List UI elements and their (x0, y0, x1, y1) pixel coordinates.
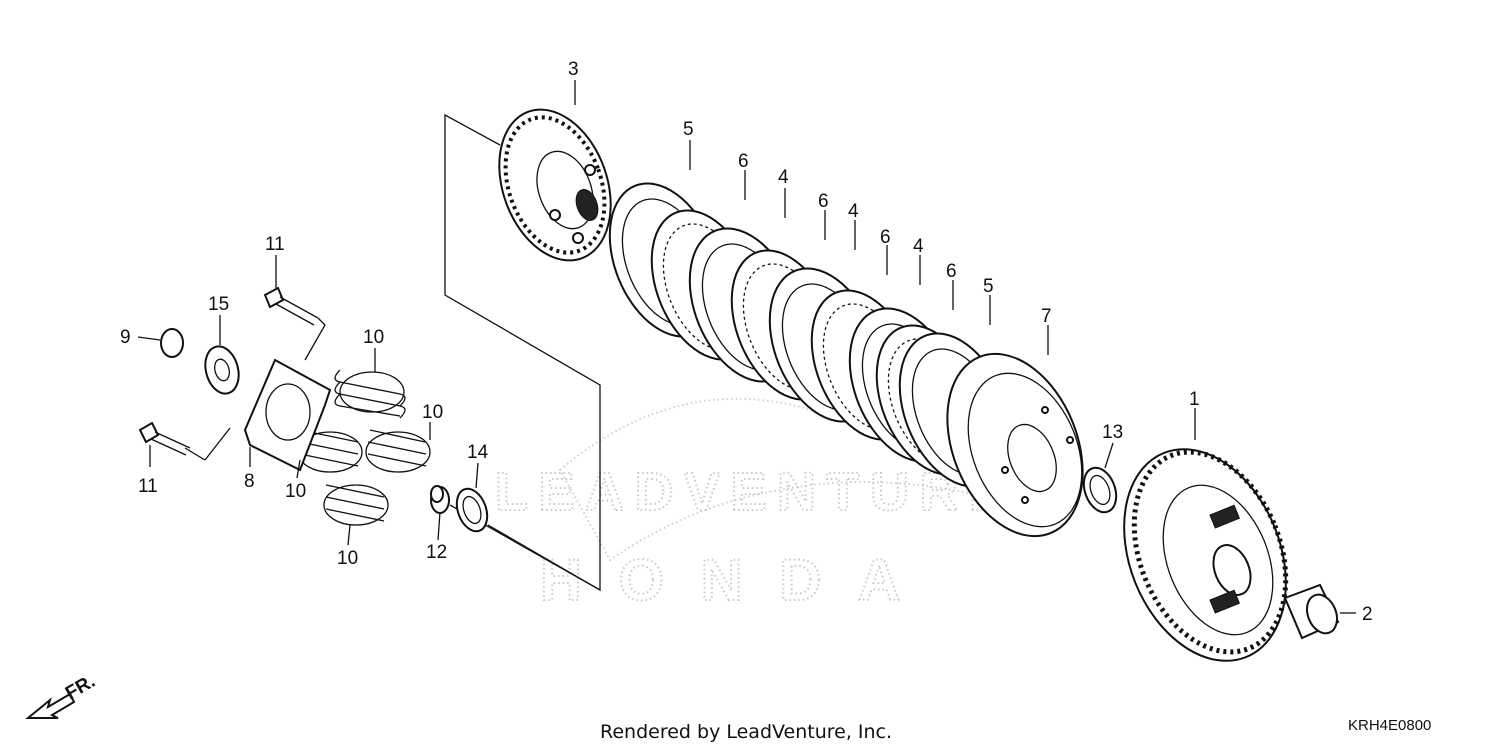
callout-10: 10 (337, 548, 358, 569)
callout-9: 9 (120, 327, 131, 348)
callout-11: 11 (265, 234, 285, 255)
callout-6: 6 (818, 191, 829, 212)
callout-11: 11 (138, 476, 158, 497)
bolt-lower (138, 421, 191, 456)
pressure-plate (946, 352, 1084, 538)
callout-4: 4 (848, 201, 859, 222)
clutch-spring-2 (365, 429, 431, 473)
callout-12: 12 (426, 542, 447, 563)
callout-13: 13 (1102, 422, 1123, 443)
callout-10: 10 (422, 402, 443, 423)
clutch-spring-1 (334, 369, 406, 419)
callout-5: 5 (683, 119, 694, 140)
bolt-upper (263, 286, 319, 326)
leader-lines (137, 80, 1356, 614)
callout-6: 6 (946, 261, 957, 282)
callout-4: 4 (913, 236, 924, 257)
callout-1: 1 (1189, 389, 1200, 410)
clutch-outer (1123, 448, 1289, 662)
callout-10: 10 (285, 481, 306, 502)
callout-5: 5 (983, 276, 994, 297)
callout-10: 10 (363, 327, 384, 348)
clutch-center (498, 108, 612, 262)
callout-14: 14 (467, 442, 489, 463)
callout-7: 7 (1041, 306, 1052, 327)
clutch-spring-4 (323, 484, 389, 526)
lifter-plate (243, 358, 332, 472)
cap (160, 328, 184, 358)
front-arrow-icon (25, 692, 76, 719)
thrust-washer (1082, 466, 1118, 514)
bearing (204, 345, 240, 395)
callouts: 3 5 6 4 6 4 6 4 6 5 7 11 15 9 10 10 10 1… (120, 59, 1373, 625)
watermark-honda-text: HONDA (540, 548, 900, 613)
front-direction-indicator: FR. (25, 671, 99, 719)
callout-6: 6 (880, 227, 891, 248)
watermark-leadventure-text: LEADVENTURE (495, 462, 1005, 522)
callout-4: 4 (778, 167, 789, 188)
callout-6: 6 (738, 151, 749, 172)
washer (455, 487, 489, 533)
rendered-by-text: Rendered by LeadVenture, Inc. (600, 721, 892, 743)
callout-8: 8 (244, 471, 255, 492)
callout-15: 15 (208, 294, 229, 315)
lifter-piece (430, 485, 450, 514)
collar-bushing (1283, 583, 1340, 640)
diagram-code: KRH4E0800 (1348, 717, 1431, 734)
callout-2: 2 (1362, 604, 1373, 625)
callout-3: 3 (568, 59, 579, 80)
